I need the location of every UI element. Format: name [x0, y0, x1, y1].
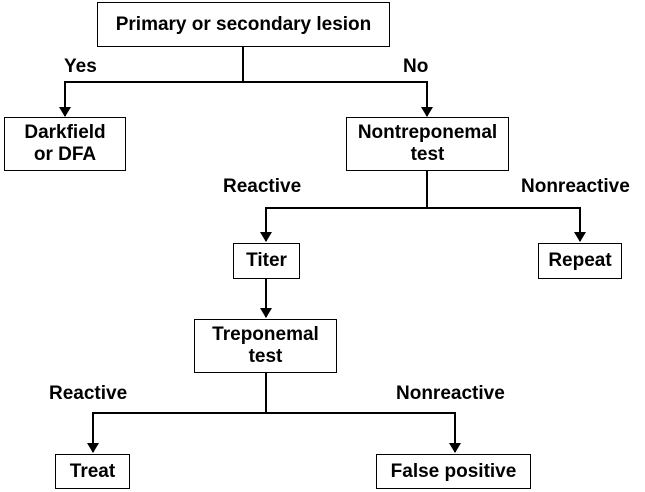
edge-label-nonreactive-treponemal: Nonreactive — [396, 383, 505, 404]
edge-label-reactive-treponemal: Reactive — [49, 383, 128, 404]
no-branch-line — [243, 81, 433, 117]
node-false-positive: False positive — [376, 454, 531, 489]
node-primary-or-secondary-lesion: Primary or secondary lesion — [97, 2, 390, 47]
edge-label-reactive-nontreponemal: Reactive — [223, 176, 302, 197]
edge-label-nonreactive-nontreponemal: Nonreactive — [521, 176, 630, 197]
node-treat: Treat — [55, 454, 130, 489]
node-treponemal-test: Treponemal test — [194, 319, 337, 373]
nontreponemal-nonreactive-line — [427, 207, 586, 242]
yes-branch-line — [59, 81, 243, 117]
treponemal-nonreactive-line — [266, 412, 461, 453]
nontreponemal-reactive-line — [260, 207, 427, 242]
node-repeat: Repeat — [538, 243, 622, 279]
node-nontreponemal-test: Nontreponemal test — [346, 117, 509, 171]
edge-label-no: No — [403, 56, 429, 77]
node-darkfield-or-dfa: Darkfield or DFA — [4, 117, 126, 171]
treponemal-reactive-line — [87, 412, 266, 453]
node-titer: Titer — [233, 243, 300, 279]
edge-label-yes: Yes — [64, 56, 97, 77]
